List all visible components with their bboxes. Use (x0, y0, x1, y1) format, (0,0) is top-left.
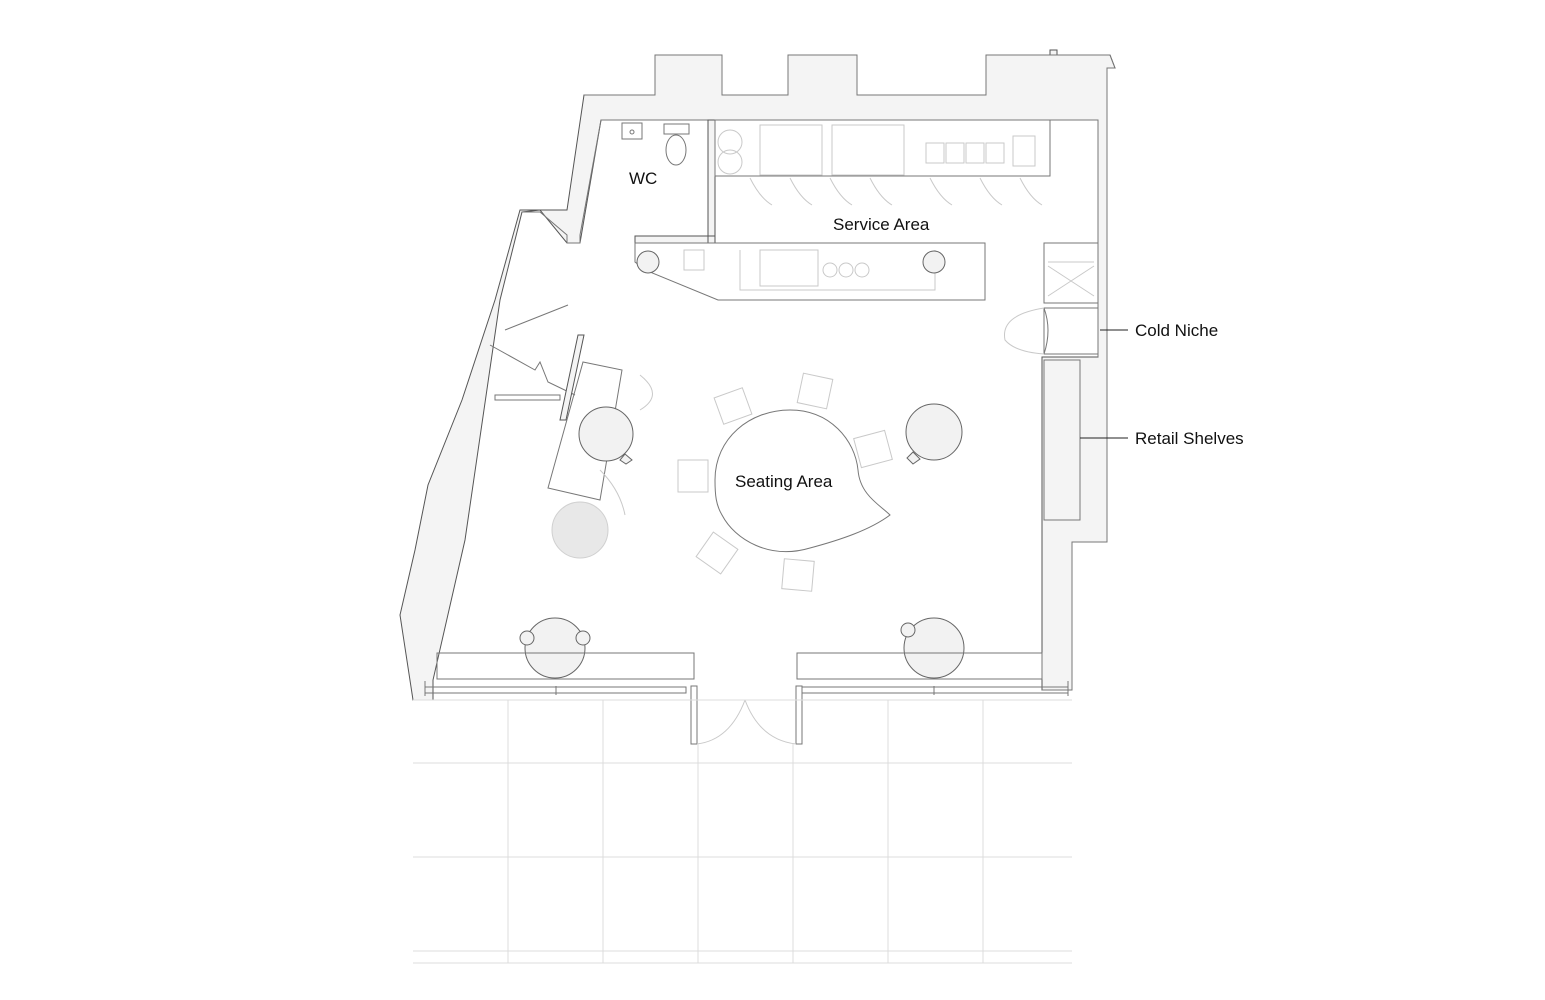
inner-wall-line (522, 119, 1099, 357)
retail-shelves (1043, 359, 1081, 521)
back-counter-cabinet (831, 124, 905, 176)
counter-column-icon (922, 250, 946, 274)
back-counter-sink-icon (945, 142, 965, 164)
back-counter-sink-icon (1012, 135, 1036, 167)
entry-door-swing (696, 699, 797, 745)
exterior-walls (399, 49, 1116, 701)
storefront-left (424, 681, 687, 696)
side-door-swing (599, 374, 653, 516)
table-bottom-right (900, 617, 965, 679)
counter-column-icon (636, 250, 660, 274)
toilet-tank-icon (663, 123, 690, 135)
table-right (905, 403, 963, 465)
cold-niche-door (1043, 307, 1049, 355)
table-bottom-left (519, 617, 591, 679)
cold-niche (1043, 307, 1099, 355)
window-bench-left (436, 652, 695, 680)
central-table (714, 409, 891, 553)
table-left (578, 406, 634, 465)
right-cabinet (1043, 242, 1099, 304)
perimeter-outline (584, 54, 1116, 691)
service-counter (634, 242, 986, 301)
entry-door-frame (690, 685, 803, 745)
stool (677, 459, 709, 493)
under-counter-doors (749, 177, 1043, 206)
room-label-wc: WC (629, 169, 657, 188)
callout-cold-niche: Cold Niche (1135, 321, 1218, 340)
plant-icon (551, 501, 609, 559)
grinder-icon (822, 262, 838, 278)
back-counter-appliance-icon (717, 149, 743, 175)
back-counter (714, 119, 1051, 177)
storefront-right (801, 681, 1069, 696)
back-counter-cabinet (759, 124, 823, 176)
callout-retail-shelves: Retail Shelves (1135, 429, 1244, 448)
stool (853, 429, 893, 469)
stool (695, 531, 739, 575)
room-label-seating-area: Seating Area (735, 472, 833, 491)
window-bench-right (796, 652, 1043, 680)
stool (781, 558, 815, 592)
side-wall-segment (559, 334, 585, 421)
back-counter-sink-icon (925, 142, 945, 164)
room-label-service-area: Service Area (833, 215, 930, 234)
coffee-machine (759, 249, 819, 287)
back-counter-appliance-icon (717, 129, 743, 155)
toilet-bowl-icon (665, 134, 687, 166)
stool (796, 372, 834, 410)
side-door (489, 304, 576, 401)
grinder-icon (854, 262, 870, 278)
counter-register (683, 249, 705, 271)
grinder-icon (838, 262, 854, 278)
wc-sink-drain-icon (629, 129, 635, 135)
paving-grid (413, 699, 1072, 964)
stool (713, 387, 753, 425)
back-counter-sink-icon (985, 142, 1005, 164)
bench (547, 361, 623, 501)
right-cabinet-detail (1047, 261, 1095, 297)
back-counter-sink-icon (965, 142, 985, 164)
cold-niche-door-swing (1004, 307, 1045, 355)
wc-sink-icon (621, 122, 643, 140)
